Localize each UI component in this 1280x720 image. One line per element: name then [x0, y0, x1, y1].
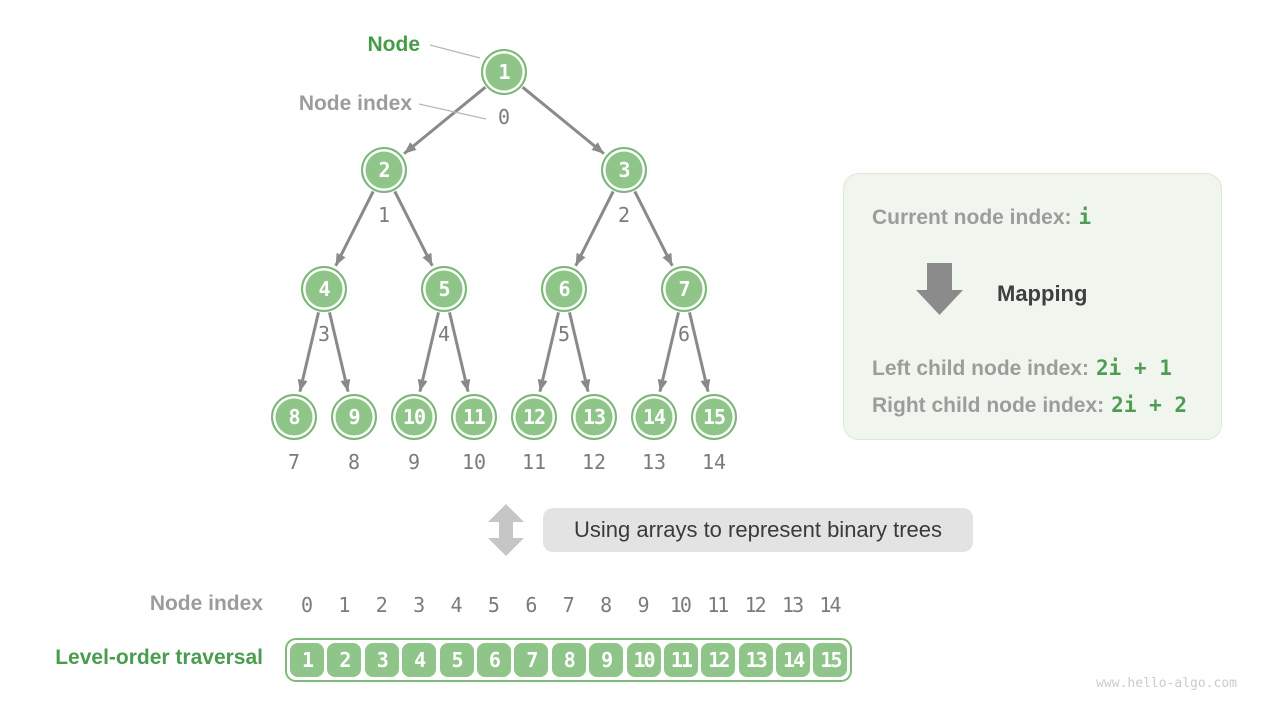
- tree-node: 13: [571, 394, 617, 440]
- array-cell: 13: [738, 643, 773, 677]
- tree-node: 14: [631, 394, 677, 440]
- tree-node: 2: [361, 147, 407, 193]
- tree-node: 10: [391, 394, 437, 440]
- array-index-row-label: Node index: [149, 592, 263, 615]
- tree-node: 5: [421, 266, 467, 312]
- array-cell: 11: [663, 643, 698, 677]
- array-cell: 3: [364, 643, 399, 677]
- current-node-index-value: i: [1078, 205, 1092, 229]
- array-cell: 9: [589, 643, 624, 677]
- array-cell: 6: [476, 643, 511, 677]
- array-index: 1: [338, 593, 350, 617]
- current-node-index-line: Current node index: i: [872, 205, 1091, 230]
- tree-edges: [297, 86, 711, 393]
- array-index: 8: [600, 593, 612, 617]
- array-index: 10: [669, 593, 692, 617]
- node-annotation-label: Node: [367, 33, 421, 56]
- tree-node-index: 8: [347, 450, 361, 474]
- tree-node-index: 6: [677, 322, 691, 346]
- array-index: 5: [487, 593, 500, 617]
- tree-node: 7: [661, 266, 707, 312]
- array-index: 13: [782, 593, 804, 617]
- watermark: www.hello-algo.com: [1096, 676, 1237, 691]
- array-cell: 4: [402, 643, 437, 677]
- array-cell: 15: [813, 643, 848, 677]
- tree-node: 12: [511, 394, 557, 440]
- tree-node-index: 4: [437, 322, 451, 346]
- tree-node: 15: [691, 394, 737, 440]
- array-cell: 10: [626, 643, 661, 677]
- array-cell: 8: [551, 643, 586, 677]
- array-index: 12: [744, 593, 767, 617]
- level-order-traversal-label: Level-order traversal: [55, 646, 263, 669]
- tree-node-index: 1: [377, 203, 391, 227]
- down-arrow-icon: [916, 263, 963, 315]
- array-index: 6: [525, 593, 537, 617]
- left-child-index-line: Left child node index: 2i + 1: [872, 356, 1172, 381]
- current-node-index-prefix: Current node index:: [872, 206, 1072, 229]
- tree-node-index: 0: [497, 105, 511, 129]
- tree-node-index: 9: [407, 450, 421, 474]
- array-index: 9: [637, 593, 649, 617]
- left-child-index-prefix: Left child node index:: [872, 357, 1090, 380]
- array-index: 3: [413, 593, 425, 617]
- tree-node: 4: [301, 266, 347, 312]
- node-label-leader-line: [429, 44, 481, 59]
- right-child-index-formula: 2i + 2: [1111, 393, 1188, 417]
- array-cell: 7: [514, 643, 549, 677]
- tree-node: 9: [331, 394, 377, 440]
- tree-node-index: 10: [461, 450, 487, 474]
- tree-node: 3: [601, 147, 647, 193]
- tree-node-index: 14: [701, 450, 727, 474]
- tree-node: 1: [481, 49, 527, 95]
- mapping-label: Mapping: [997, 281, 1088, 306]
- mapping-panel: Current node index: i Mapping Left child …: [843, 173, 1222, 440]
- array-cell: 5: [439, 643, 474, 677]
- array-index: 7: [562, 593, 575, 617]
- tree-node-index: 3: [317, 322, 331, 346]
- caption-box: Using arrays to represent binary trees: [543, 508, 973, 552]
- right-child-index-line: Right child node index: 2i + 2: [872, 393, 1187, 418]
- tree-node-index: 13: [641, 450, 667, 474]
- array-cell: 12: [701, 643, 736, 677]
- array-cell: 2: [327, 643, 362, 677]
- array-cell: 14: [776, 643, 811, 677]
- right-child-index-prefix: Right child node index:: [872, 394, 1105, 417]
- array-index: 4: [450, 593, 463, 617]
- array-index: 11: [707, 593, 729, 617]
- tree-node: 6: [541, 266, 587, 312]
- node-index-leader-line: [418, 103, 487, 120]
- tree-edge: [403, 86, 487, 155]
- left-child-index-formula: 2i + 1: [1096, 356, 1172, 380]
- tree-node: 8: [271, 394, 317, 440]
- tree-node-index: 2: [617, 203, 631, 227]
- node-index-annotation-label: Node index: [298, 92, 412, 115]
- tree-node-index: 11: [521, 450, 547, 474]
- array-index: 0: [300, 593, 313, 617]
- tree-edge: [521, 86, 605, 155]
- tree-node-index: 12: [581, 450, 607, 474]
- tree-node: 11: [451, 394, 497, 440]
- tree-node-index: 5: [557, 322, 571, 346]
- array-index: 14: [819, 593, 841, 617]
- up-down-arrow-icon: [488, 504, 524, 556]
- tree-node-index: 7: [287, 450, 301, 474]
- caption-text: Using arrays to represent binary trees: [573, 517, 943, 542]
- array-index: 2: [375, 593, 388, 617]
- array-cell: 1: [290, 643, 324, 677]
